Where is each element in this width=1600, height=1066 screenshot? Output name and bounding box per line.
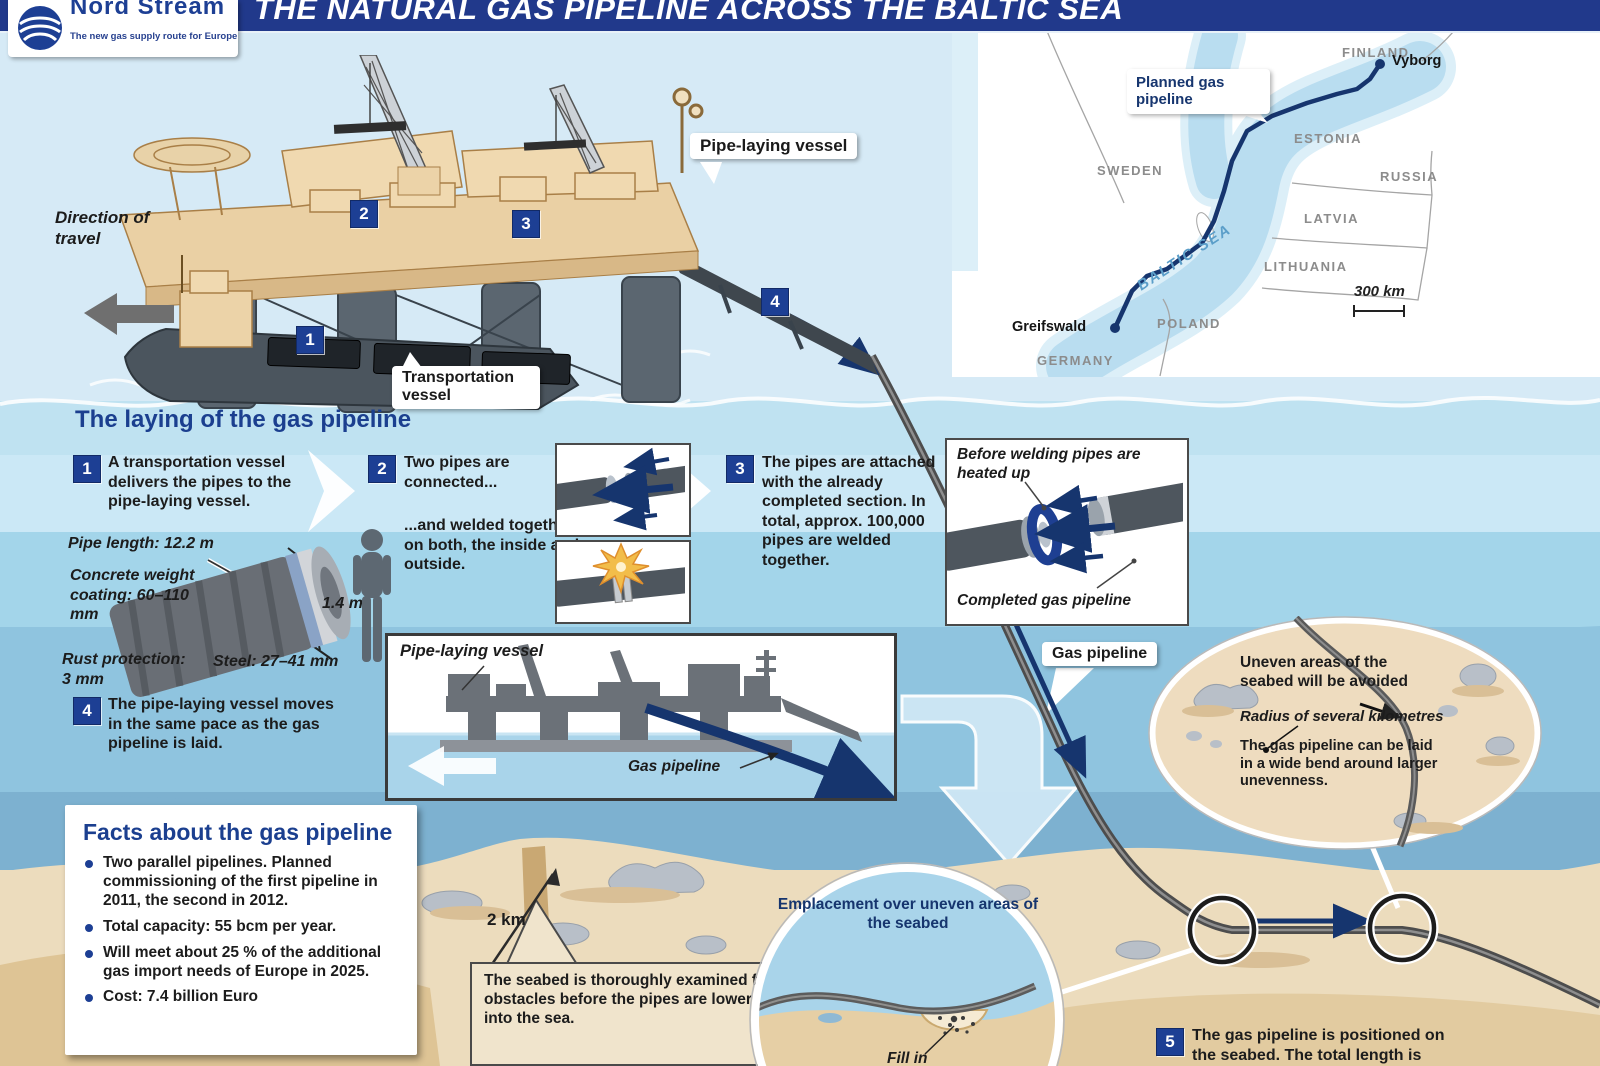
human-figure [353,529,391,662]
step3-text: The pipes are attached with the already … [762,454,936,569]
map-pipeline-callout: Planned gas pipeline [1127,69,1270,114]
mast [672,87,704,173]
map-scalebar [1353,305,1405,317]
map-label-finland: FINLAND [1342,45,1410,60]
fact-item: Cost: 7.4 billion Euro [83,988,399,1007]
map-city-vyborg: Vyborg [1392,53,1442,69]
map-label-sweden: SWEDEN [1097,163,1164,178]
pipes-weld-image [555,540,691,624]
map-art [952,31,1600,377]
pipe-laying-vessel-callout: Pipe-laying vessel [690,133,858,159]
header-bar: THE NATURAL GAS PIPELINE ACROSS THE BALT… [0,0,1600,33]
logo-tagline: The new gas supply route for Europe [70,31,238,42]
gas-pipeline-label-tail [1046,668,1094,714]
fact-item: Will meet about 25 % of the additional g… [83,944,399,982]
transportation-vessel-callout-tail [402,352,422,368]
welding-box: Before welding pipes are heated up Compl… [945,438,1189,626]
step2-text-a: Two pipes are connected... [404,454,510,491]
marker-3: 3 [512,210,540,238]
map-city-greifswald: Greifswald [1012,319,1087,335]
platform-deck [118,182,700,308]
uneven-oval-art [1148,616,1542,850]
fill-in-label: Fill in [887,1050,928,1066]
facts-heading: Facts about the gas pipeline [83,819,393,845]
emplacement-title: Emplacement over uneven areas of the sea… [777,896,1039,932]
emplacement-art [749,862,1065,1066]
vessel-inset: Pipe-laying vessel Gas pipeline [385,633,897,801]
uneven-radius: Radius of several kilometres [1240,708,1444,725]
map-label-germany: GERMANY [1037,353,1114,368]
welding-box-title: Before welding pipes are heated up [957,446,1141,482]
seabed-exam-text: The seabed is thoroughly examined for ob… [484,972,773,1027]
map-label-russia: RUSSIA [1380,169,1439,184]
fact-item: Two parallel pipelines. Planned commissi… [83,854,399,911]
spec-steel: Steel: 27–41 mm [213,653,339,670]
map-label-latvia: LATVIA [1304,211,1359,226]
nord-stream-logo-icon [18,6,62,50]
pipeline-circles [1061,845,1439,995]
fact-item: Total capacity: 55 bcm per year. [83,918,399,937]
map-label-lithuania: LITHUANIA [1264,259,1348,274]
pipes-connect-art [557,447,685,531]
map-label-poland: POLAND [1157,316,1221,331]
oval-rocks [1182,663,1520,834]
map-scale-label: 300 km [1354,283,1405,300]
vessel-inset-pipeline-label: Gas pipeline [628,758,721,775]
marker-2: 2 [350,200,378,228]
transportation-vessel-callout: Transportation vessel [392,366,540,409]
step-band [0,455,1600,532]
logo-brand: Nord Stream [70,0,226,20]
vessel-inset-title: Pipe-laying vessel [400,642,544,660]
facts-box: Facts about the gas pipeline Two paralle… [65,805,417,1055]
emplacement-inset: Emplacement over uneven areas of the sea… [735,858,1079,1066]
cranes [333,55,606,196]
marker-1: 1 [296,326,324,354]
gas-pipeline-label: Gas pipeline [1042,642,1158,666]
baltic-map: FINLAND SWEDEN ESTONIA RUSSIA LATVIA LIT… [952,31,1600,377]
pipes-weld-art [557,542,685,607]
laying-heading: The laying of the gas pipeline [75,406,412,433]
step5-text: The gas pipeline is positioned on the se… [1192,1027,1445,1064]
welding-art [947,481,1183,589]
pipe-cross-section [109,546,351,697]
uneven-title: Uneven areas of the seabed will be avoid… [1240,654,1408,690]
uneven-oval: Uneven areas of the seabed will be avoid… [1148,616,1542,850]
direction-arrow [84,293,174,335]
map-borders [1046,31,1455,377]
step5-badge: 5 [1156,1028,1184,1056]
map-label-estonia: ESTONIA [1294,131,1363,146]
vessel-illustration [84,55,878,413]
map-sea [952,31,1456,377]
two-km-label: 2 km [487,910,526,929]
step3-badge: 3 [726,455,754,483]
step1-badge: 1 [73,455,101,483]
step1-text: A transportation vessel delivers the pip… [108,454,292,511]
facts-list: Two parallel pipelines. Planned commissi… [83,854,399,1007]
step4-badge: 4 [73,697,101,725]
spec-rust: Rust protection: 3 mm [62,651,186,688]
step4-text: The pipe-laying vessel moves in the same… [108,696,334,753]
uneven-body: The gas pipeline can be laid in a wide b… [1240,738,1438,790]
step2-text-b: ...and welded together on both, the insi… [404,517,580,574]
logo-box: Nord Stream The new gas supply route for… [8,0,238,57]
step2-badge: 2 [368,455,396,483]
spec-coating: Concrete weight coating: 60–110 mm [70,567,195,624]
vessel-inset-art [388,644,894,798]
pipes-connect-image [555,443,691,537]
page-title: THE NATURAL GAS PIPELINE ACROSS THE BALT… [254,0,1124,26]
spec-pipe-length: Pipe length: 12.2 m [68,535,214,552]
spec-diameter: 1.4 m [322,595,363,612]
map-pipeline [1110,59,1385,333]
pipe-laying-vessel-callout-tail [700,162,722,184]
welding-box-caption: Completed gas pipeline [957,592,1131,609]
direction-of-travel-label: Direction of travel [55,208,150,248]
marker-4: 4 [761,288,789,316]
